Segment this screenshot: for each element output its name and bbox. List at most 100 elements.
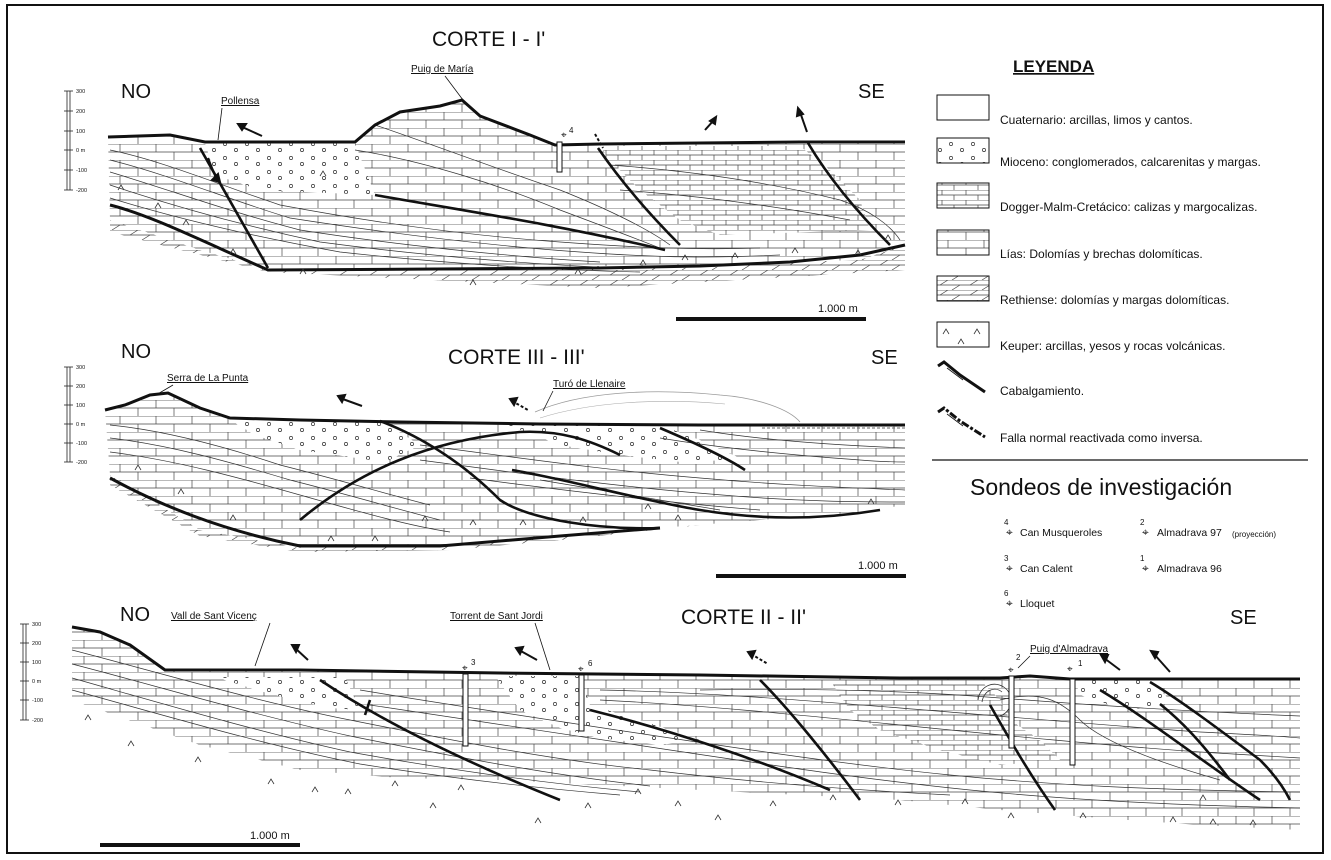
section-1-place-puig-de-maria: Puig de María [411, 64, 474, 75]
section-3-fault-arrows [338, 395, 528, 410]
section-1-elevation-axis: 300 200 100 0 m -100 -200 [64, 89, 87, 194]
section-2-right-label: SE [1230, 607, 1257, 629]
borehole-list-name-4: Can Musqueroles [1020, 527, 1102, 539]
section-3-elevation-axis: 300 200 100 0 m -100 -200 [64, 365, 87, 466]
borehole-list-title: Sondeos de investigación [970, 474, 1232, 500]
section-2-elevation-axis: 300 200 100 0 m -100 -200 [20, 622, 43, 724]
section-1-tick-100: 100 [76, 129, 85, 135]
section-1-place-leader [445, 76, 463, 100]
section-3-title: CORTE III - III' [448, 346, 585, 369]
section-2-scale-label: 1.000 m [250, 830, 290, 842]
section-2-place-vall-de-sant-vicenc: Vall de Sant Vicenç [171, 611, 257, 622]
section-3-tick-0: 0 m [76, 422, 86, 428]
section-1-tick-0: 0 m [76, 148, 86, 154]
section-2-left-label: NO [120, 604, 150, 626]
borehole-1-symbol-icon: ⌖ [1067, 664, 1073, 675]
section-1-title: CORTE I - I' [432, 28, 545, 51]
borehole-list-symbol-icon-1: ⌖ [1142, 561, 1149, 575]
section-1-right-label: SE [858, 81, 885, 103]
section-1-left-label: NO [121, 81, 151, 103]
section-2: CORTE II - II' NO SE 300 200 100 0 m -10… [20, 604, 1300, 847]
section-1-tick-200: 200 [76, 109, 85, 115]
section-3-tick-minus200: -200 [76, 460, 87, 466]
section-1-tick-minus200: -200 [76, 188, 87, 194]
borehole-list-name-1: Almadrava 96 [1157, 563, 1222, 575]
section-2-place-torrent-de-sant-jordi: Torrent de Sant Jordi [450, 611, 543, 622]
legend-label-quaternary: Cuaternario: arcillas, limos y cantos. [1000, 113, 1193, 127]
section-2-tick-300: 300 [32, 622, 41, 628]
section-1: CORTE I - I' NO SE 300 200 100 0 m -100 … [64, 28, 905, 321]
legend-thrust-icon [938, 362, 985, 392]
legend-label-dogger: Dogger-Malm-Cretácico: calizas y margoca… [1000, 200, 1257, 214]
borehole-list-name-6: Lloquet [1020, 598, 1055, 610]
section-2-tick-minus200: -200 [32, 718, 43, 724]
borehole-6-well [579, 675, 584, 731]
borehole-list-note-2: (proyección) [1232, 530, 1276, 539]
section-3-turo-leader [543, 391, 553, 411]
legend-label-keuper: Keuper: arcillas, yesos y rocas volcánic… [1000, 339, 1225, 353]
borehole-2-number: 2 [1016, 653, 1021, 662]
section-2-place-puig-d-almadrava: Puig d'Almadrava [1030, 644, 1109, 655]
legend-inverse-fault-icon [938, 408, 985, 437]
borehole-list-symbol-icon-4: ⌖ [1006, 525, 1013, 539]
section-3-tick-200: 200 [76, 384, 85, 390]
borehole-1-number: 1 [1078, 659, 1083, 668]
section-2-tick-100: 100 [32, 660, 41, 666]
section-1-strata [108, 100, 905, 288]
section-3-strata [105, 392, 905, 552]
section-2-vall-leader [255, 623, 270, 666]
legend-swatch-quaternary [937, 95, 989, 120]
legend-swatch-dogger [937, 183, 989, 208]
borehole-list-name-3: Can Calent [1020, 563, 1073, 575]
borehole-6-symbol-icon: ⌖ [578, 664, 584, 675]
section-2-scale-bar [100, 843, 300, 847]
borehole-3-symbol-icon: ⌖ [462, 663, 468, 674]
borehole-6-number: 6 [588, 659, 593, 668]
borehole-list-symbol-icon-3: ⌖ [1006, 561, 1013, 575]
section-3-scale-label: 1.000 m [858, 560, 898, 572]
section-3-tick-minus100: -100 [76, 441, 87, 447]
section-3-left-label: NO [121, 341, 151, 363]
legend: LEYENDA Cuaternario: arcillas, limos y c… [932, 57, 1308, 460]
section-1-scale-label: 1.000 m [818, 303, 858, 315]
section-3-place-serra-de-la-punta: Serra de La Punta [167, 373, 249, 384]
section-2-tick-0: 0 m [32, 679, 42, 685]
section-2-title: CORTE II - II' [681, 606, 806, 629]
borehole-3-number: 3 [471, 658, 476, 667]
section-1-tick-minus100: -100 [76, 168, 87, 174]
legend-title: LEYENDA [1013, 57, 1094, 76]
legend-label-miocene: Mioceno: conglomerados, calcarenitas y m… [1000, 155, 1261, 169]
section-1-tick-300: 300 [76, 89, 85, 95]
legend-label-inverse-fault: Falla normal reactivada como inversa. [1000, 431, 1203, 445]
section-3-right-label: SE [871, 347, 898, 369]
borehole-2-well [1009, 676, 1014, 748]
section-1-place-pollensa: Pollensa [221, 96, 260, 107]
borehole-list: Sondeos de investigación 4 ⌖ Can Musquer… [970, 474, 1276, 610]
legend-label-thrust: Cabalgamiento. [1000, 384, 1084, 398]
section-2-tick-minus100: -100 [32, 698, 43, 704]
legend-swatch-keuper [937, 322, 989, 347]
legend-label-rethiense: Rethiense: dolomías y margas dolomíticas… [1000, 293, 1229, 307]
legend-swatch-lias [937, 230, 989, 255]
section-2-strata [72, 627, 1300, 845]
borehole-3-well [463, 674, 468, 746]
legend-swatch-rethiense [937, 276, 989, 301]
section-3-tick-100: 100 [76, 403, 85, 409]
section-2-torrent-leader [535, 623, 550, 670]
borehole-list-symbol-icon-2: ⌖ [1142, 525, 1149, 539]
borehole-list-name-2: Almadrava 97 [1157, 527, 1222, 539]
section-3-scale-bar [716, 574, 906, 578]
section-1-scale-bar [676, 317, 866, 321]
section-3-place-turo-de-llenaire: Turó de Llenaire [553, 379, 626, 390]
section-1-pollensa-leader [218, 108, 222, 140]
section-3: CORTE III - III' NO SE 300 200 100 0 m -… [64, 341, 906, 578]
legend-swatch-miocene [937, 138, 989, 163]
borehole-list-symbol-icon-6: ⌖ [1006, 596, 1013, 610]
section-2-tick-200: 200 [32, 641, 41, 647]
legend-label-lias: Lías: Dolomías y brechas dolomíticas. [1000, 247, 1203, 261]
borehole-2-symbol-icon: ⌖ [1008, 665, 1014, 676]
section-3-tick-300: 300 [76, 365, 85, 371]
borehole-1-well [1070, 679, 1075, 765]
section-1-borehole-symbol-icon: ⌖ [561, 130, 567, 141]
